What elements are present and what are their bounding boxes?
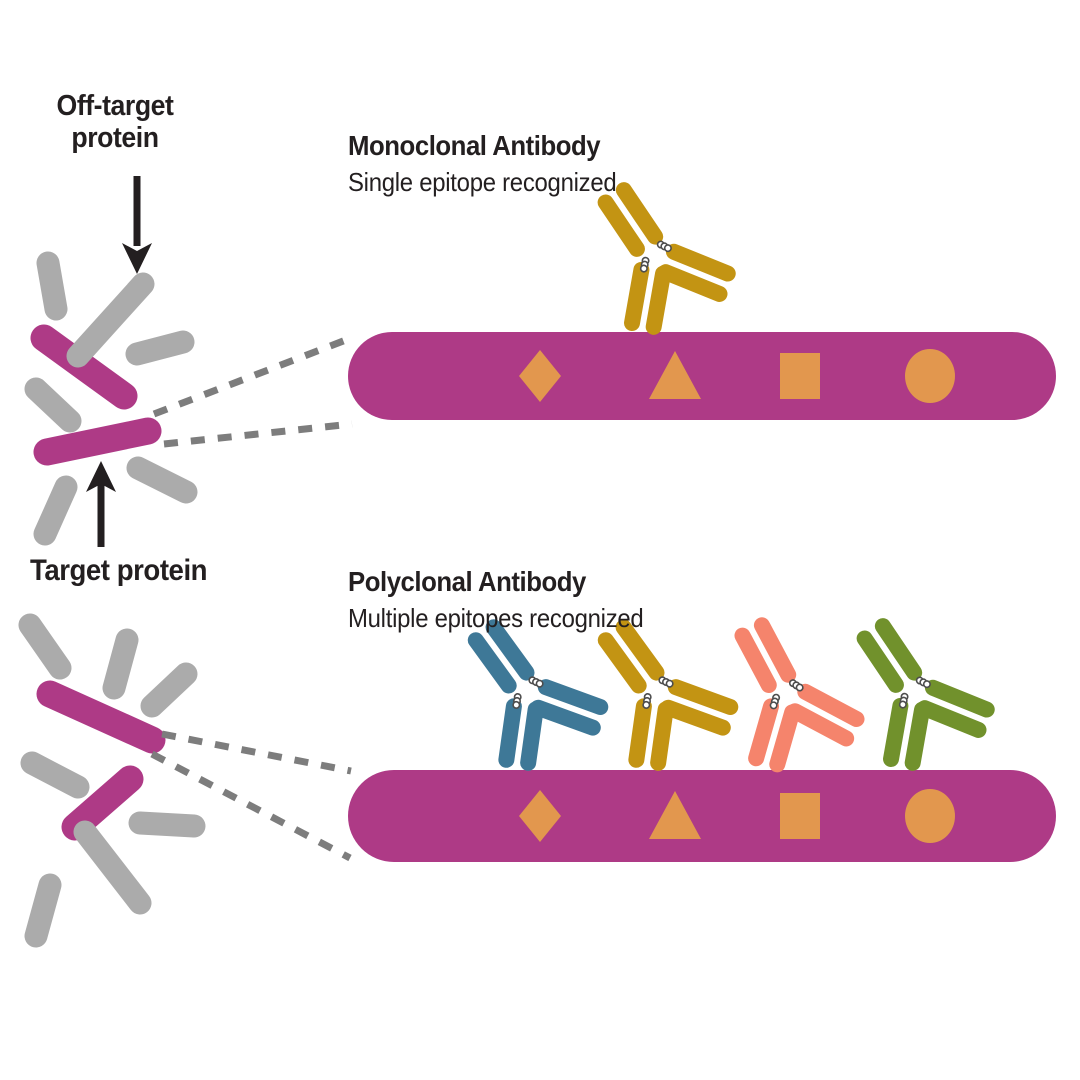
- protein-rod-gray: [18, 613, 72, 680]
- protein-rod-magenta: [30, 324, 138, 410]
- off-target-line2: protein: [71, 122, 159, 155]
- polyclonal-heading: Polyclonal Antibody Multiple epitopes re…: [348, 566, 644, 634]
- epitope-circle-monoclonal: [905, 349, 955, 403]
- target-arrow: [86, 461, 116, 547]
- zoom-dashed-lines-top: [152, 334, 353, 448]
- protein-rod-gray: [126, 456, 198, 504]
- protein-rod-target: [33, 417, 162, 466]
- protein-cluster-top: [24, 251, 198, 546]
- antibody-blue-polyclonal: [463, 615, 612, 773]
- off-target-line1: Off-target: [56, 90, 174, 122]
- protein-rod-gray: [102, 628, 139, 700]
- polyclonal-title: Polyclonal Antibody: [348, 566, 586, 597]
- antibody-gold-polyclonal: [593, 615, 742, 773]
- epitope-square-monoclonal: [780, 353, 820, 399]
- antibody-layer: [463, 177, 1001, 786]
- zoom-dashed-lines-bottom: [150, 730, 352, 862]
- protein-rod-gray: [128, 811, 206, 838]
- off-target-arrow: [122, 176, 152, 274]
- monoclonal-heading: Monoclonal Antibody Single epitope recog…: [348, 130, 617, 198]
- polyclonal-protein-bar: [348, 770, 1056, 862]
- target-protein-label: Target protein: [30, 554, 208, 587]
- protein-rod-gray: [24, 873, 62, 948]
- protein-rod-gray: [73, 820, 152, 915]
- antibody-green-polyclonal: [848, 613, 1001, 776]
- protein-rod-gray: [20, 751, 90, 799]
- monoclonal-protein-bar: [348, 332, 1056, 420]
- antibody-salmon-polyclonal: [712, 609, 881, 786]
- protein-rod-magenta: [36, 680, 166, 754]
- protein-rod-gray: [125, 330, 195, 366]
- epitope-square-polyclonal: [780, 793, 820, 839]
- polyclonal-subtitle: Multiple epitopes recognized: [348, 603, 644, 633]
- protein-rod-gray: [33, 475, 78, 546]
- protein-rod-gray: [36, 251, 68, 321]
- antibody-gold-monoclonal: [589, 177, 742, 340]
- protein-rod-magenta: [61, 765, 144, 841]
- arrow-up-icon: [86, 461, 116, 492]
- monoclonal-title: Monoclonal Antibody: [348, 130, 601, 161]
- arrow-down-icon: [122, 243, 152, 274]
- epitope-circle-polyclonal: [905, 789, 955, 843]
- monoclonal-subtitle: Single epitope recognized: [348, 167, 617, 197]
- protein-rod-gray: [24, 377, 82, 433]
- protein-cluster-bottom: [18, 613, 206, 948]
- protein-rod-gray: [140, 662, 198, 718]
- protein-rod-gray-offtarget: [66, 272, 155, 368]
- off-target-protein-label: Off-target protein: [18, 90, 211, 155]
